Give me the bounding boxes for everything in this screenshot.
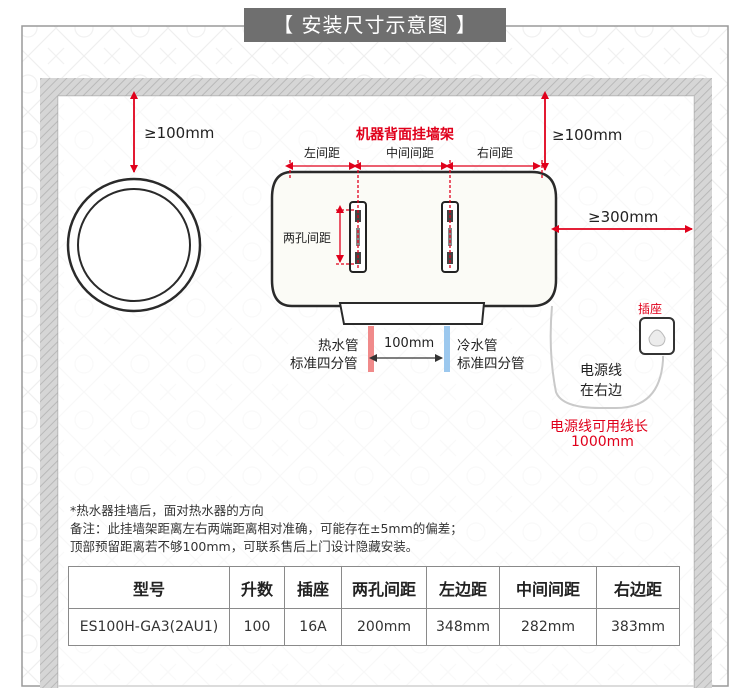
hot-water-pipe (368, 326, 374, 372)
table-cell-right-margin: 383mm (596, 608, 680, 646)
cold-pipe-label-2: 标准四分管 (457, 356, 525, 372)
note-line-2: 备注：此挂墙架距离左右两端距离相对准确，可能存在±5mm的偏差； (70, 521, 463, 536)
cold-pipe-label-1: 冷水管 (457, 338, 498, 354)
table-header-hole-spacing: 两孔间距 (341, 566, 427, 609)
right-gap-label: ≥300mm (588, 208, 659, 226)
table-cell-middle-spacing: 282mm (499, 608, 597, 646)
page-title: 【 安装尺寸示意图 】 (244, 8, 506, 42)
table-cell-hole-spacing: 200mm (341, 608, 427, 646)
table-cell-left-margin: 348mm (426, 608, 500, 646)
spec-table: 型号 升数 插座 两孔间距 左边距 中间间距 右边距 ES100H-GA3(2A… (68, 566, 680, 646)
cord-side-label-2: 在右边 (580, 383, 622, 399)
table-header-row: 型号 升数 插座 两孔间距 左边距 中间间距 右边距 (68, 566, 680, 609)
cord-length-label-2: 1000mm (571, 434, 634, 450)
cord-length-label-1: 电源线可用线长 (550, 419, 648, 435)
left-spacing-label: 左间距 (304, 146, 341, 160)
note-line-3: 顶部预留距离若不够100mm，可联系售后上门设计隐藏安装。 (70, 539, 419, 554)
middle-spacing-label: 中间间距 (386, 146, 435, 160)
table-header-model: 型号 (68, 566, 230, 609)
bracket-title: 机器背面挂墙架 (356, 127, 454, 143)
heater-body (270, 170, 558, 325)
pipe-gap-label: 100mm (384, 336, 435, 351)
power-cord (549, 305, 664, 409)
table-header-socket: 插座 (284, 566, 342, 609)
table-cell-model: ES100H-GA3(2AU1) (68, 608, 230, 646)
table-header-right-margin: 右边距 (596, 566, 680, 609)
heater-side-view (66, 177, 202, 313)
table-cell-socket: 16A (284, 608, 342, 646)
table-header-left-margin: 左边距 (426, 566, 500, 609)
cord-side-label-1: 电源线 (580, 363, 622, 379)
hole-spacing-label: 两孔间距 (283, 231, 332, 245)
table-header-capacity: 升数 (229, 566, 285, 609)
hot-pipe-label-1: 热水管 (318, 338, 359, 354)
hot-pipe-label-2: 标准四分管 (290, 356, 358, 372)
cold-water-pipe (444, 326, 450, 372)
socket-icon (639, 317, 675, 355)
table-header-middle-spacing: 中间间距 (499, 566, 597, 609)
right-spacing-label: 右间距 (477, 146, 514, 160)
table-row: ES100H-GA3(2AU1) 100 16A 200mm 348mm 282… (68, 608, 680, 646)
top-right-gap-label: ≥100mm (552, 126, 623, 144)
socket-label: 插座 (638, 302, 663, 316)
note-line-1: *热水器挂墙后，面对热水器的方向 (70, 503, 264, 518)
top-left-gap-label: ≥100mm (144, 124, 215, 142)
table-cell-capacity: 100 (229, 608, 285, 646)
